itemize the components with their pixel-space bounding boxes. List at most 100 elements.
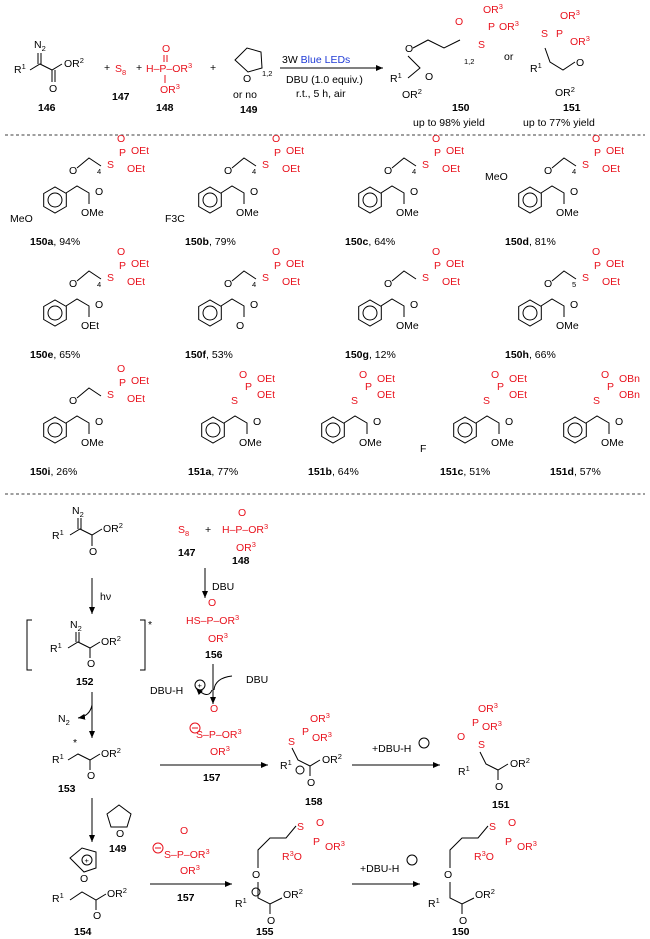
or3-label: OR3 bbox=[208, 631, 228, 645]
tether-count: 4 bbox=[412, 167, 416, 176]
condition-base: DBU (1.0 equiv.) bbox=[286, 74, 363, 86]
tether-bond bbox=[76, 387, 102, 399]
or3-label: OR3 bbox=[160, 82, 180, 96]
phosphorus-label: P bbox=[594, 147, 601, 159]
hv-label: hν bbox=[100, 591, 111, 603]
alkoxy-label: OEt bbox=[127, 163, 145, 175]
aromatic-circle bbox=[362, 192, 378, 208]
ester-group: OMe bbox=[236, 207, 259, 219]
oxygen-label: O bbox=[250, 299, 258, 311]
compound-number: 155 bbox=[256, 926, 274, 938]
r3o-label: R3O bbox=[474, 849, 494, 863]
compound-number: 147 bbox=[178, 547, 196, 559]
ester-bond bbox=[223, 415, 248, 434]
oxygen-label: O bbox=[252, 869, 260, 881]
alkoxy-label: OEt bbox=[257, 373, 275, 385]
alkoxy-label: OEt bbox=[257, 389, 275, 401]
oxygen-label: O bbox=[208, 597, 216, 609]
ester-bond bbox=[65, 415, 90, 434]
ester-group: OMe bbox=[81, 207, 104, 219]
phosphorus-label: P bbox=[556, 28, 563, 40]
oxygen-label: O bbox=[432, 246, 440, 258]
example-caption: 150b, 79% bbox=[185, 236, 236, 248]
aromatic-circle bbox=[205, 422, 221, 438]
ester-bond bbox=[220, 185, 245, 204]
or2-label: OR2 bbox=[555, 85, 575, 99]
compound-number: 152 bbox=[76, 676, 94, 688]
sulfur-label: S bbox=[107, 272, 114, 284]
sulfur-label: S bbox=[422, 272, 429, 284]
compound-155: S P O OR3 R3O O R1 O OR2 155 bbox=[235, 817, 345, 938]
oxygen-label: O bbox=[117, 246, 125, 258]
oxygen-label: O bbox=[570, 299, 578, 311]
n2-label: N2 bbox=[72, 505, 84, 519]
phosphorus-label: P bbox=[119, 260, 126, 272]
alkoxy-label: OEt bbox=[286, 258, 304, 270]
substituent-label: MeO bbox=[485, 171, 508, 183]
thiophosphate-label: S–P–OR3 bbox=[164, 847, 210, 861]
oxygen-label: O bbox=[117, 363, 125, 375]
compound-number: 153 bbox=[58, 783, 76, 795]
or3-label: OR3 bbox=[180, 863, 200, 877]
benzene-ring bbox=[43, 186, 67, 214]
r1-label: R1 bbox=[52, 528, 64, 542]
oxygen-label: O bbox=[224, 165, 232, 177]
oxygen-label: O bbox=[69, 165, 77, 177]
phosphorus-label: P bbox=[119, 147, 126, 159]
or-word: or bbox=[504, 51, 514, 63]
alkoxy-label: OEt bbox=[509, 373, 527, 385]
ester-group: OMe bbox=[491, 437, 514, 449]
sulfur-label: S bbox=[262, 159, 269, 171]
phosphorus-label: P bbox=[434, 260, 441, 272]
example-caption: 150h, 66% bbox=[505, 349, 556, 361]
alkoxy-label: OEt bbox=[377, 389, 395, 401]
oxygen-label: O bbox=[425, 71, 433, 83]
aromatic-circle bbox=[202, 305, 218, 321]
oxygen-label: O bbox=[544, 278, 552, 290]
example-caption: 150g, 12% bbox=[345, 349, 396, 361]
alkoxy-label: OEt bbox=[602, 276, 620, 288]
aromatic-circle bbox=[567, 422, 583, 438]
or2-label: OR2 bbox=[64, 56, 84, 70]
r1-label: R1 bbox=[458, 764, 470, 778]
oxygen-label: O bbox=[570, 186, 578, 198]
oxygen-label: O bbox=[272, 133, 280, 145]
compound-number: 156 bbox=[205, 649, 223, 661]
benzene-ring bbox=[518, 299, 542, 327]
ester-group: OMe bbox=[359, 437, 382, 449]
condition-time: r.t., 5 h, air bbox=[296, 88, 346, 100]
ester-group: OMe bbox=[556, 207, 579, 219]
oxygen-label: O bbox=[95, 416, 103, 428]
compound-150: S P O OR3 R3O O R1 O OR2 150 bbox=[428, 817, 537, 938]
alkoxy-label: OEt bbox=[442, 163, 460, 175]
ester-group: OEt bbox=[81, 320, 99, 332]
tether-bond bbox=[391, 157, 417, 169]
example-caption: 151c, 51% bbox=[440, 466, 490, 478]
example-caption: 150i, 26% bbox=[30, 466, 77, 478]
phosphorus-label: P bbox=[302, 726, 309, 738]
phosphorus-label: P bbox=[472, 717, 479, 729]
benzene-ring bbox=[198, 299, 222, 327]
ester-bond bbox=[380, 185, 405, 204]
or3-label: OR3 bbox=[478, 701, 498, 715]
substituent-label: MeO bbox=[10, 213, 33, 225]
oxygen-label: O bbox=[491, 369, 499, 381]
or3-label: OR3 bbox=[312, 730, 332, 744]
oxygen-label: O bbox=[87, 770, 95, 782]
phosphorus-label: P bbox=[119, 377, 126, 389]
aromatic-circle bbox=[362, 305, 378, 321]
sulfur-label: S bbox=[489, 821, 496, 833]
tether-bond bbox=[76, 157, 102, 169]
alkoxy-label: OEt bbox=[127, 276, 145, 288]
ester-group: OMe bbox=[556, 320, 579, 332]
aromatic-circle bbox=[202, 192, 218, 208]
or3-label: OR3 bbox=[310, 711, 330, 725]
ester-group: OMe bbox=[396, 320, 419, 332]
oxygen-label: O bbox=[373, 416, 381, 428]
aromatic-circle bbox=[47, 305, 63, 321]
tether-bond bbox=[551, 157, 577, 169]
